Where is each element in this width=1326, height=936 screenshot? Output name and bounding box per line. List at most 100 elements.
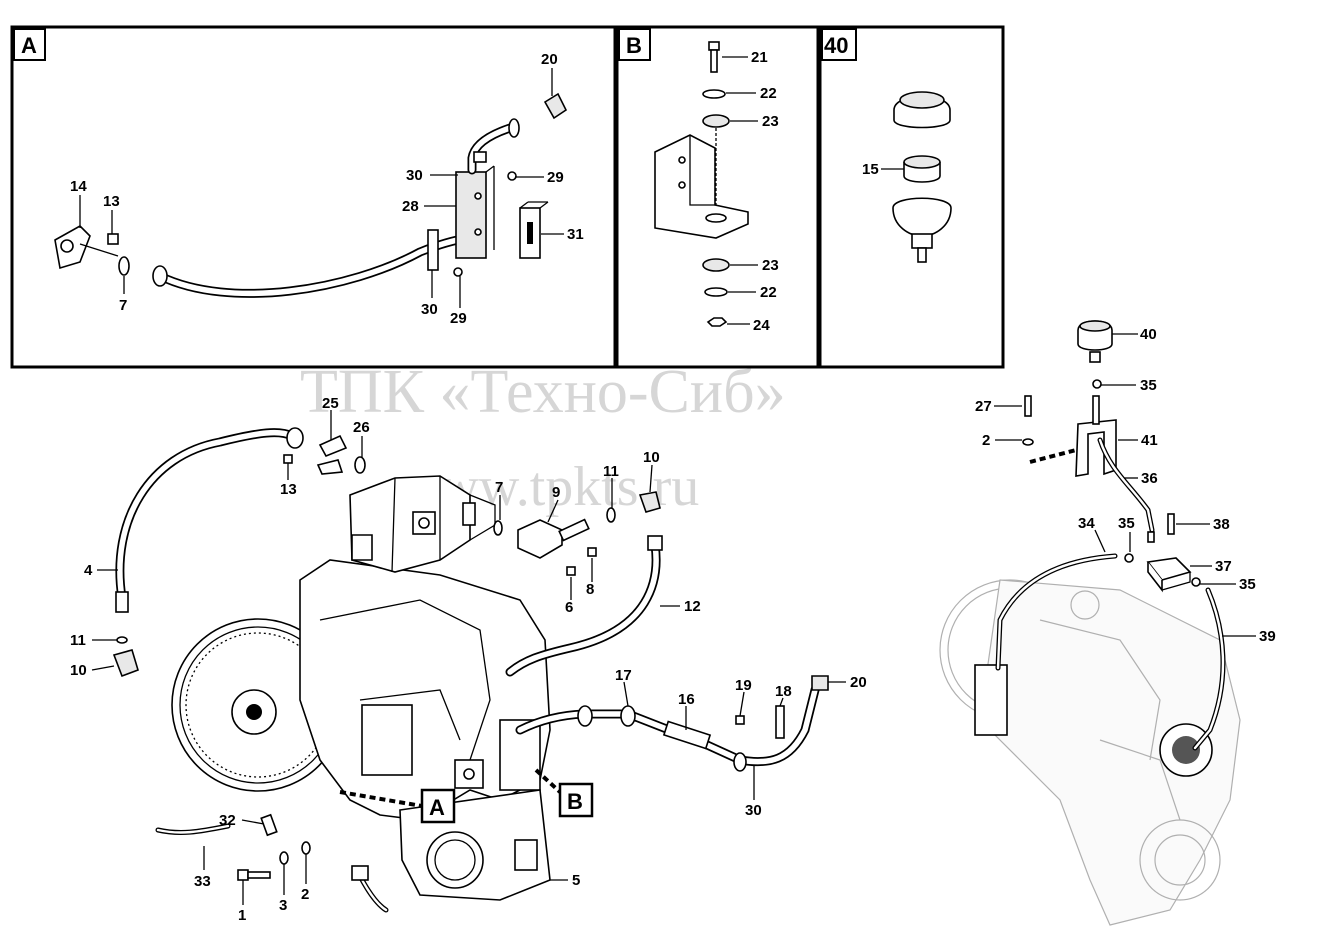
washer-22-lower	[704, 287, 728, 297]
label-17: 17	[615, 667, 632, 684]
label-3: 3	[279, 897, 287, 914]
bolt-21-shank	[710, 49, 718, 73]
clamp-lower	[427, 229, 439, 271]
label-1: 1	[238, 907, 246, 924]
detail-panel-40: 40 15	[818, 25, 1005, 369]
clamp-18	[775, 705, 785, 739]
label-38: 38	[1213, 516, 1230, 533]
panel-40-tag-box	[821, 28, 857, 61]
panel-a-tag: A	[21, 33, 37, 58]
label-12: 12	[684, 598, 701, 615]
panel-a-frame	[10, 25, 617, 369]
label-34: 34	[1078, 515, 1095, 532]
screw-lower	[453, 267, 463, 277]
label-18: 18	[775, 683, 792, 700]
label-37: 37	[1215, 558, 1232, 575]
label-5: 5	[572, 872, 580, 889]
watermark-line-1: ТПК «Техно-Сиб»	[300, 358, 786, 426]
sleeve-16	[662, 720, 712, 750]
breather-housing	[892, 197, 952, 237]
screw-upper	[507, 171, 517, 181]
panel-b-frame	[615, 25, 820, 369]
panel-b-tag-box	[618, 28, 651, 61]
label-13: 13	[280, 481, 297, 498]
breather-assembly: 40 35 27 2 41 36 34 35 38 37 35 39	[939, 320, 1276, 926]
label-a-7: 7	[119, 297, 127, 314]
hose-4	[115, 428, 297, 603]
label-6: 6	[565, 599, 573, 616]
label-a-30-lower: 30	[421, 301, 438, 318]
o-ring	[118, 256, 130, 276]
label-2: 2	[301, 886, 309, 903]
panel-40-tag: 40	[824, 33, 848, 58]
o-ring-7	[493, 520, 503, 536]
nut-24	[706, 317, 728, 327]
flange-fitting	[517, 519, 563, 559]
mount-bracket	[654, 134, 749, 239]
bolt	[107, 233, 119, 245]
watermark: ТПК «Техно-Сиб» www.tpkts.ru	[300, 358, 786, 518]
label-a-31: 31	[567, 226, 584, 243]
label-a-29-lower: 29	[450, 310, 467, 327]
panel-40-frame	[818, 25, 1005, 369]
valve-block	[361, 704, 413, 776]
callout-a-box	[420, 788, 456, 824]
label-8: 8	[586, 581, 594, 598]
label-27: 27	[975, 398, 992, 415]
label-b-23-lower: 23	[762, 257, 779, 274]
rubber-mount-upper	[702, 114, 730, 128]
cap	[543, 92, 568, 120]
cap-20	[811, 675, 829, 691]
detail-panel-b: B 21 22 23 23 22 24	[615, 25, 820, 369]
label-b-21: 21	[751, 49, 768, 66]
o-ring-11-upper	[606, 507, 616, 523]
breather-neck	[911, 233, 933, 249]
label-a-28: 28	[402, 198, 419, 215]
label-35-mid: 35	[1118, 515, 1135, 532]
bracket-block	[455, 171, 487, 259]
label-16: 16	[678, 691, 695, 708]
panel-b-tag: B	[626, 33, 642, 58]
label-b-24: 24	[753, 317, 770, 334]
label-2-right: 2	[982, 432, 990, 449]
label-35-low: 35	[1239, 576, 1256, 593]
panel-a-tag-box	[13, 28, 46, 61]
callout-b-box	[558, 782, 594, 818]
label-b-22-lower: 22	[760, 284, 777, 301]
clamp-upper	[473, 151, 487, 163]
label-40-15: 15	[862, 161, 879, 178]
hose-4-end	[115, 591, 129, 613]
label-b-23-upper: 23	[762, 113, 779, 130]
label-b-22-upper: 22	[760, 85, 777, 102]
label-33: 33	[194, 873, 211, 890]
elbow-fitting-10	[638, 491, 661, 513]
callout-b: B	[567, 789, 583, 814]
label-35-top: 35	[1140, 377, 1157, 394]
bolt-21	[708, 41, 720, 51]
label-a-13: 13	[103, 193, 120, 210]
label-25: 25	[322, 395, 339, 412]
bracket-41	[1075, 419, 1117, 477]
detail-panel-a: A	[10, 25, 617, 369]
elbow-fitting-10-lower	[112, 649, 139, 678]
label-11-right: 11	[603, 463, 619, 480]
callout-a: A	[429, 795, 445, 820]
label-11-left: 11	[70, 632, 86, 649]
label-10-right: 10	[643, 449, 660, 466]
label-32: 32	[219, 812, 236, 829]
label-a-14: 14	[70, 178, 87, 195]
rubber-mount-lower	[702, 258, 730, 272]
label-39: 39	[1259, 628, 1276, 645]
label-4: 4	[84, 562, 93, 579]
main-assembly: A B 25 26 13 4 11 10 7 9	[70, 395, 867, 924]
label-a-30-upper: 30	[406, 167, 423, 184]
label-41: 41	[1141, 432, 1158, 449]
label-20: 20	[850, 674, 867, 691]
label-19: 19	[735, 677, 752, 694]
washer-22-upper	[702, 89, 726, 99]
label-7: 7	[495, 479, 503, 496]
valve-block-right	[974, 664, 1008, 736]
label-a-29-upper: 29	[547, 169, 564, 186]
label-30: 30	[745, 802, 762, 819]
